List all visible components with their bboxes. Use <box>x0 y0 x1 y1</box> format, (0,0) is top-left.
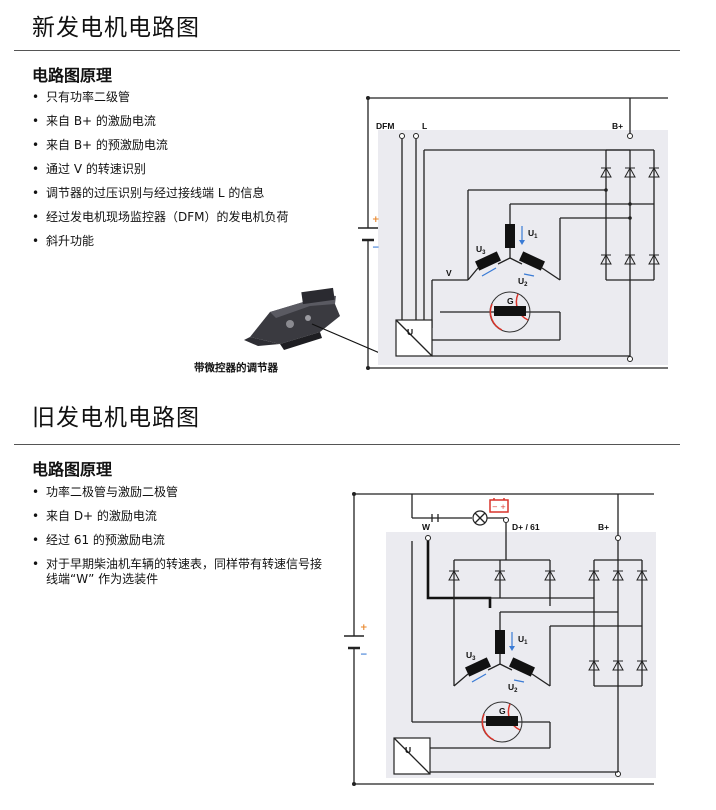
stator-label-u3: U3 <box>476 244 486 256</box>
old-section-subheading: 电路图原理 <box>32 460 113 479</box>
svg-text:− +: − + <box>492 503 506 511</box>
old-alternator-circuit-diagram: + − − + W D+ / 61 B+ <box>344 492 656 786</box>
rotor-label-g: G <box>499 706 506 716</box>
rotor-field-winding: G <box>440 291 561 341</box>
stator-label-u2: U2 <box>518 276 528 288</box>
list-item: 只有功率二级管 <box>32 90 346 105</box>
svg-text:−: − <box>360 650 368 660</box>
list-item: 功率二极管与激励二极管 <box>32 485 346 500</box>
stator-label-u2: U2 <box>508 682 518 694</box>
list-item: 来自 B+ 的预激励电流 <box>32 138 346 153</box>
list-item: 经过 61 的预激励电流 <box>32 533 346 548</box>
old-section-divider <box>14 444 680 445</box>
stator-label-u1: U1 <box>528 228 538 240</box>
terminal-label-bplus: B+ <box>612 121 623 131</box>
terminal-label-w: W <box>422 522 431 532</box>
battery-warning-icon: − + <box>489 498 509 513</box>
old-section-bullet-list: 功率二极管与激励二极管 来自 D+ 的激励电流 经过 61 的预激励电流 对于早… <box>32 485 346 596</box>
list-item: 来自 D+ 的激励电流 <box>32 509 346 524</box>
list-item: 斜升功能 <box>32 234 346 249</box>
terminal-label-v: V <box>446 268 452 278</box>
battery-symbol: + − <box>344 623 368 660</box>
svg-text:U: U <box>407 327 413 337</box>
new-section-title: 新发电机电路图 <box>32 15 200 41</box>
list-item: 调节器的过压识别与经过接线端 L 的信息 <box>32 186 346 201</box>
rectifier-bridge <box>454 541 648 777</box>
stator-label-u3: U3 <box>466 650 476 662</box>
svg-text:U: U <box>405 745 411 755</box>
list-item: 通过 V 的转速识别 <box>32 162 346 177</box>
regulator-photo <box>244 287 383 355</box>
stator-label-u1: U1 <box>518 634 528 646</box>
list-item: 对于早期柴油机车辆的转速表，同样带有转速信号接线端“W” 作为选装件 <box>32 557 326 587</box>
regulator-photo-caption: 带微控器的调节器 <box>194 362 278 374</box>
rotor-label-g: G <box>507 296 514 306</box>
terminal-label-d61: D+ / 61 <box>512 522 540 532</box>
circuit-panel-background <box>386 532 656 778</box>
terminal-label-bplus: B+ <box>598 522 609 532</box>
voltage-regulator-box: U <box>395 319 433 357</box>
svg-text:+: + <box>372 215 380 225</box>
stator-windings: U1 U3 U2 <box>453 598 551 694</box>
old-section-title: 旧发电机电路图 <box>32 405 200 431</box>
list-item: 来自 B+ 的激励电流 <box>32 114 346 129</box>
svg-text:+: + <box>360 623 368 633</box>
new-section-subheading: 电路图原理 <box>32 66 113 85</box>
terminal-label-l: L <box>422 121 427 131</box>
voltage-regulator-box: U <box>393 737 431 775</box>
new-alternator-circuit-diagram: + − DFM L B+ <box>358 96 668 370</box>
rotor-field-winding: G <box>411 541 551 749</box>
list-item: 经过发电机现场监控器（DFM）的发电机负荷 <box>32 210 331 225</box>
new-section-bullet-list: 只有功率二级管 来自 B+ 的激励电流 来自 B+ 的预激励电流 通过 V 的转… <box>32 90 346 258</box>
stator-windings: U1 U3 U2 <box>467 190 561 288</box>
battery-symbol: + − <box>358 215 380 253</box>
new-section-divider <box>14 50 680 51</box>
svg-text:−: − <box>372 243 380 253</box>
rectifier-bridge <box>468 149 660 362</box>
terminal-label-dfm: DFM <box>376 121 394 131</box>
